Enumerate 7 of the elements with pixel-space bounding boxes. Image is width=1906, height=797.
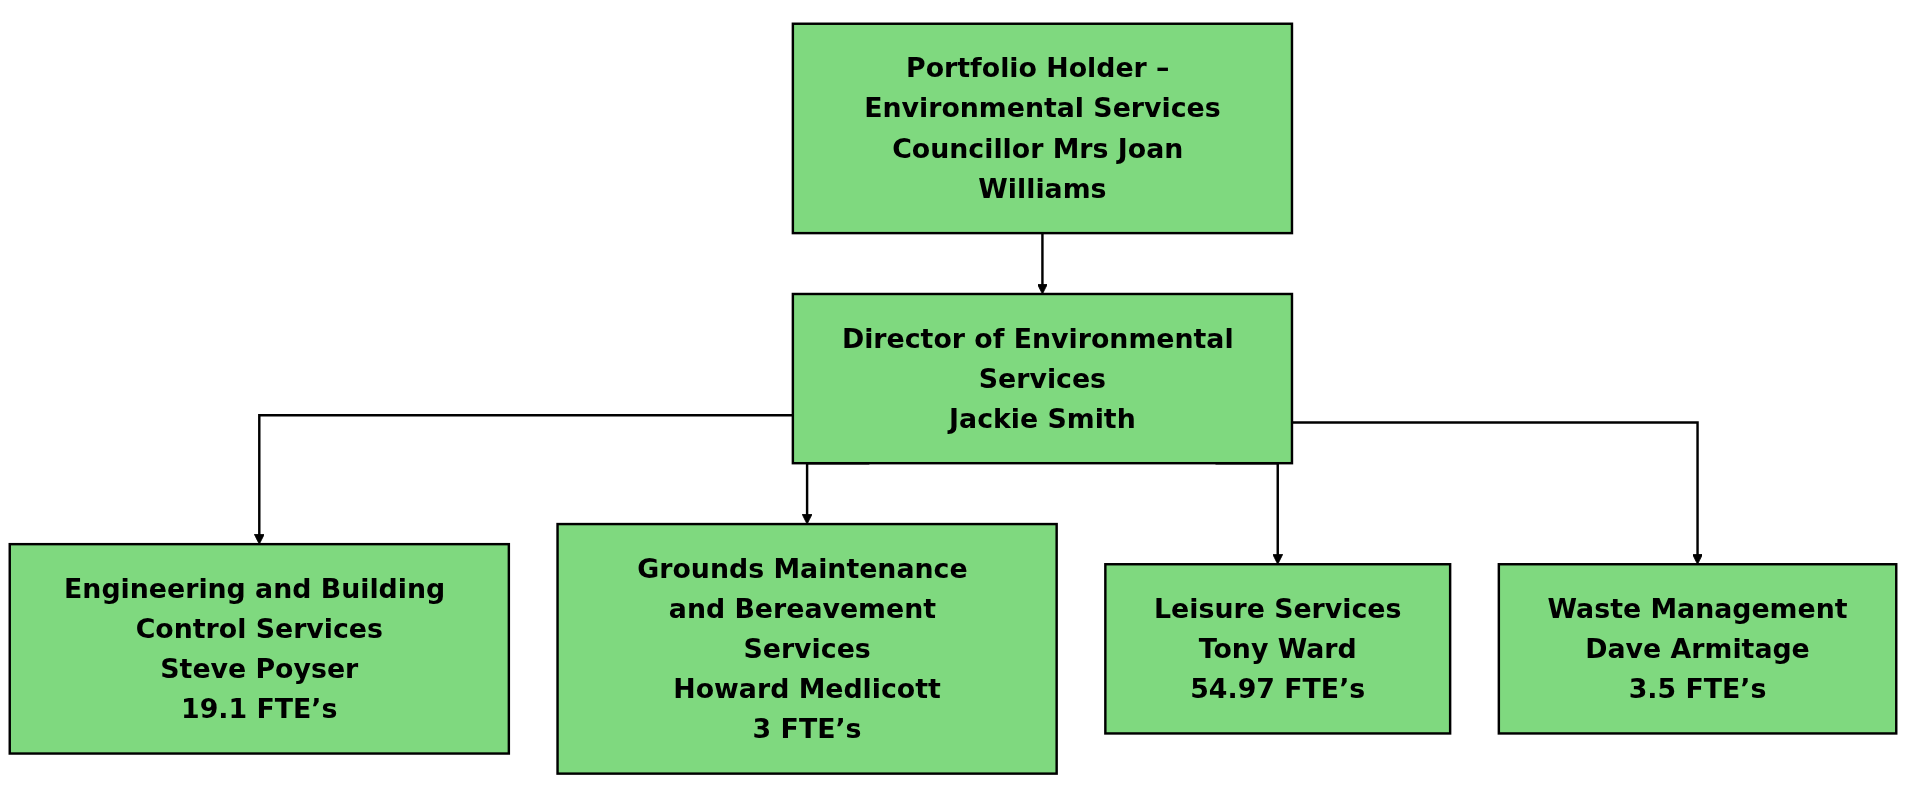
node-box: Engineering and Building Control Services Steve Poyser 19.1 FTE’s [8, 542, 511, 755]
arrow [1292, 421, 1703, 565]
node-box: Portfolio Holder – Environmental Services Councillor Mrs Joan Williams [791, 22, 1294, 235]
node-box: Grounds Maintenance and Bereavement Services Howard Medlicott 3 FTE’s [556, 522, 1058, 775]
node-box: Leisure Services Tony Ward 54.97 FTE’s [1104, 562, 1452, 735]
node-box: Director of Environmental Services Jackie Smith [791, 292, 1294, 465]
node-box: Waste Management Dave Armitage 3.5 FTE’s [1497, 562, 1898, 735]
